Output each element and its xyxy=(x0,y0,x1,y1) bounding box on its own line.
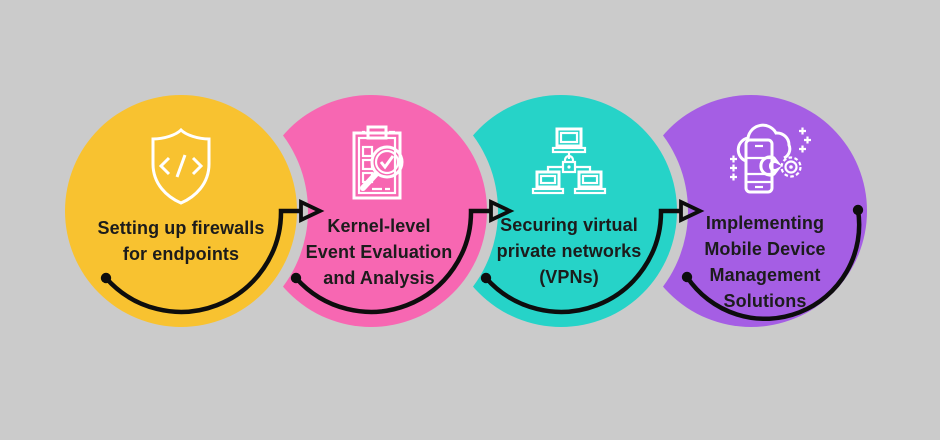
label-line: (VPNs) xyxy=(539,267,599,287)
connector-arrow-3 xyxy=(480,198,705,315)
step-circle-1 xyxy=(65,95,297,327)
label-line: Mobile Device xyxy=(704,239,826,259)
arrowhead-icon xyxy=(679,198,705,224)
clipboard-audit-icon xyxy=(352,125,404,200)
step-label-1: Setting up firewalls for endpoints xyxy=(66,215,296,267)
secure-network-icon xyxy=(531,127,607,195)
step-label-4: Implementing Mobile Device Management So… xyxy=(650,210,880,314)
label-line: Solutions xyxy=(723,291,807,311)
arrowhead-icon xyxy=(299,198,325,224)
arrow-start-dot xyxy=(290,272,302,284)
label-line: Setting up firewalls xyxy=(97,218,265,238)
arrow-start-dot xyxy=(480,272,492,284)
end-arc xyxy=(681,204,864,321)
arrow-start-dot xyxy=(100,272,112,284)
step-circle-4 xyxy=(635,95,867,327)
connector-arrow-2 xyxy=(290,198,515,315)
label-line: Securing virtual xyxy=(500,215,638,235)
label-line: and Analysis xyxy=(323,268,435,288)
label-line: Event Evaluation xyxy=(305,242,453,262)
arc-end-dot xyxy=(852,204,864,216)
step-circle-3 xyxy=(445,95,677,327)
step-circle-2 xyxy=(255,95,487,327)
label-line: Management xyxy=(709,265,821,285)
arc-start-dot xyxy=(681,271,693,283)
connector-arrow-1 xyxy=(100,198,325,315)
label-line: private networks xyxy=(496,241,642,261)
mobile-device-management-icon xyxy=(730,123,811,194)
shield-code-icon xyxy=(151,127,211,205)
label-line: for endpoints xyxy=(122,244,240,264)
label-line: Kernel-level xyxy=(327,216,431,236)
step-label-3: Securing virtual private networks (VPNs) xyxy=(454,212,684,290)
label-line: Implementing xyxy=(705,213,825,233)
arrowhead-icon xyxy=(489,198,515,224)
step-label-2: Kernel-level Event Evaluation and Analys… xyxy=(264,213,494,291)
